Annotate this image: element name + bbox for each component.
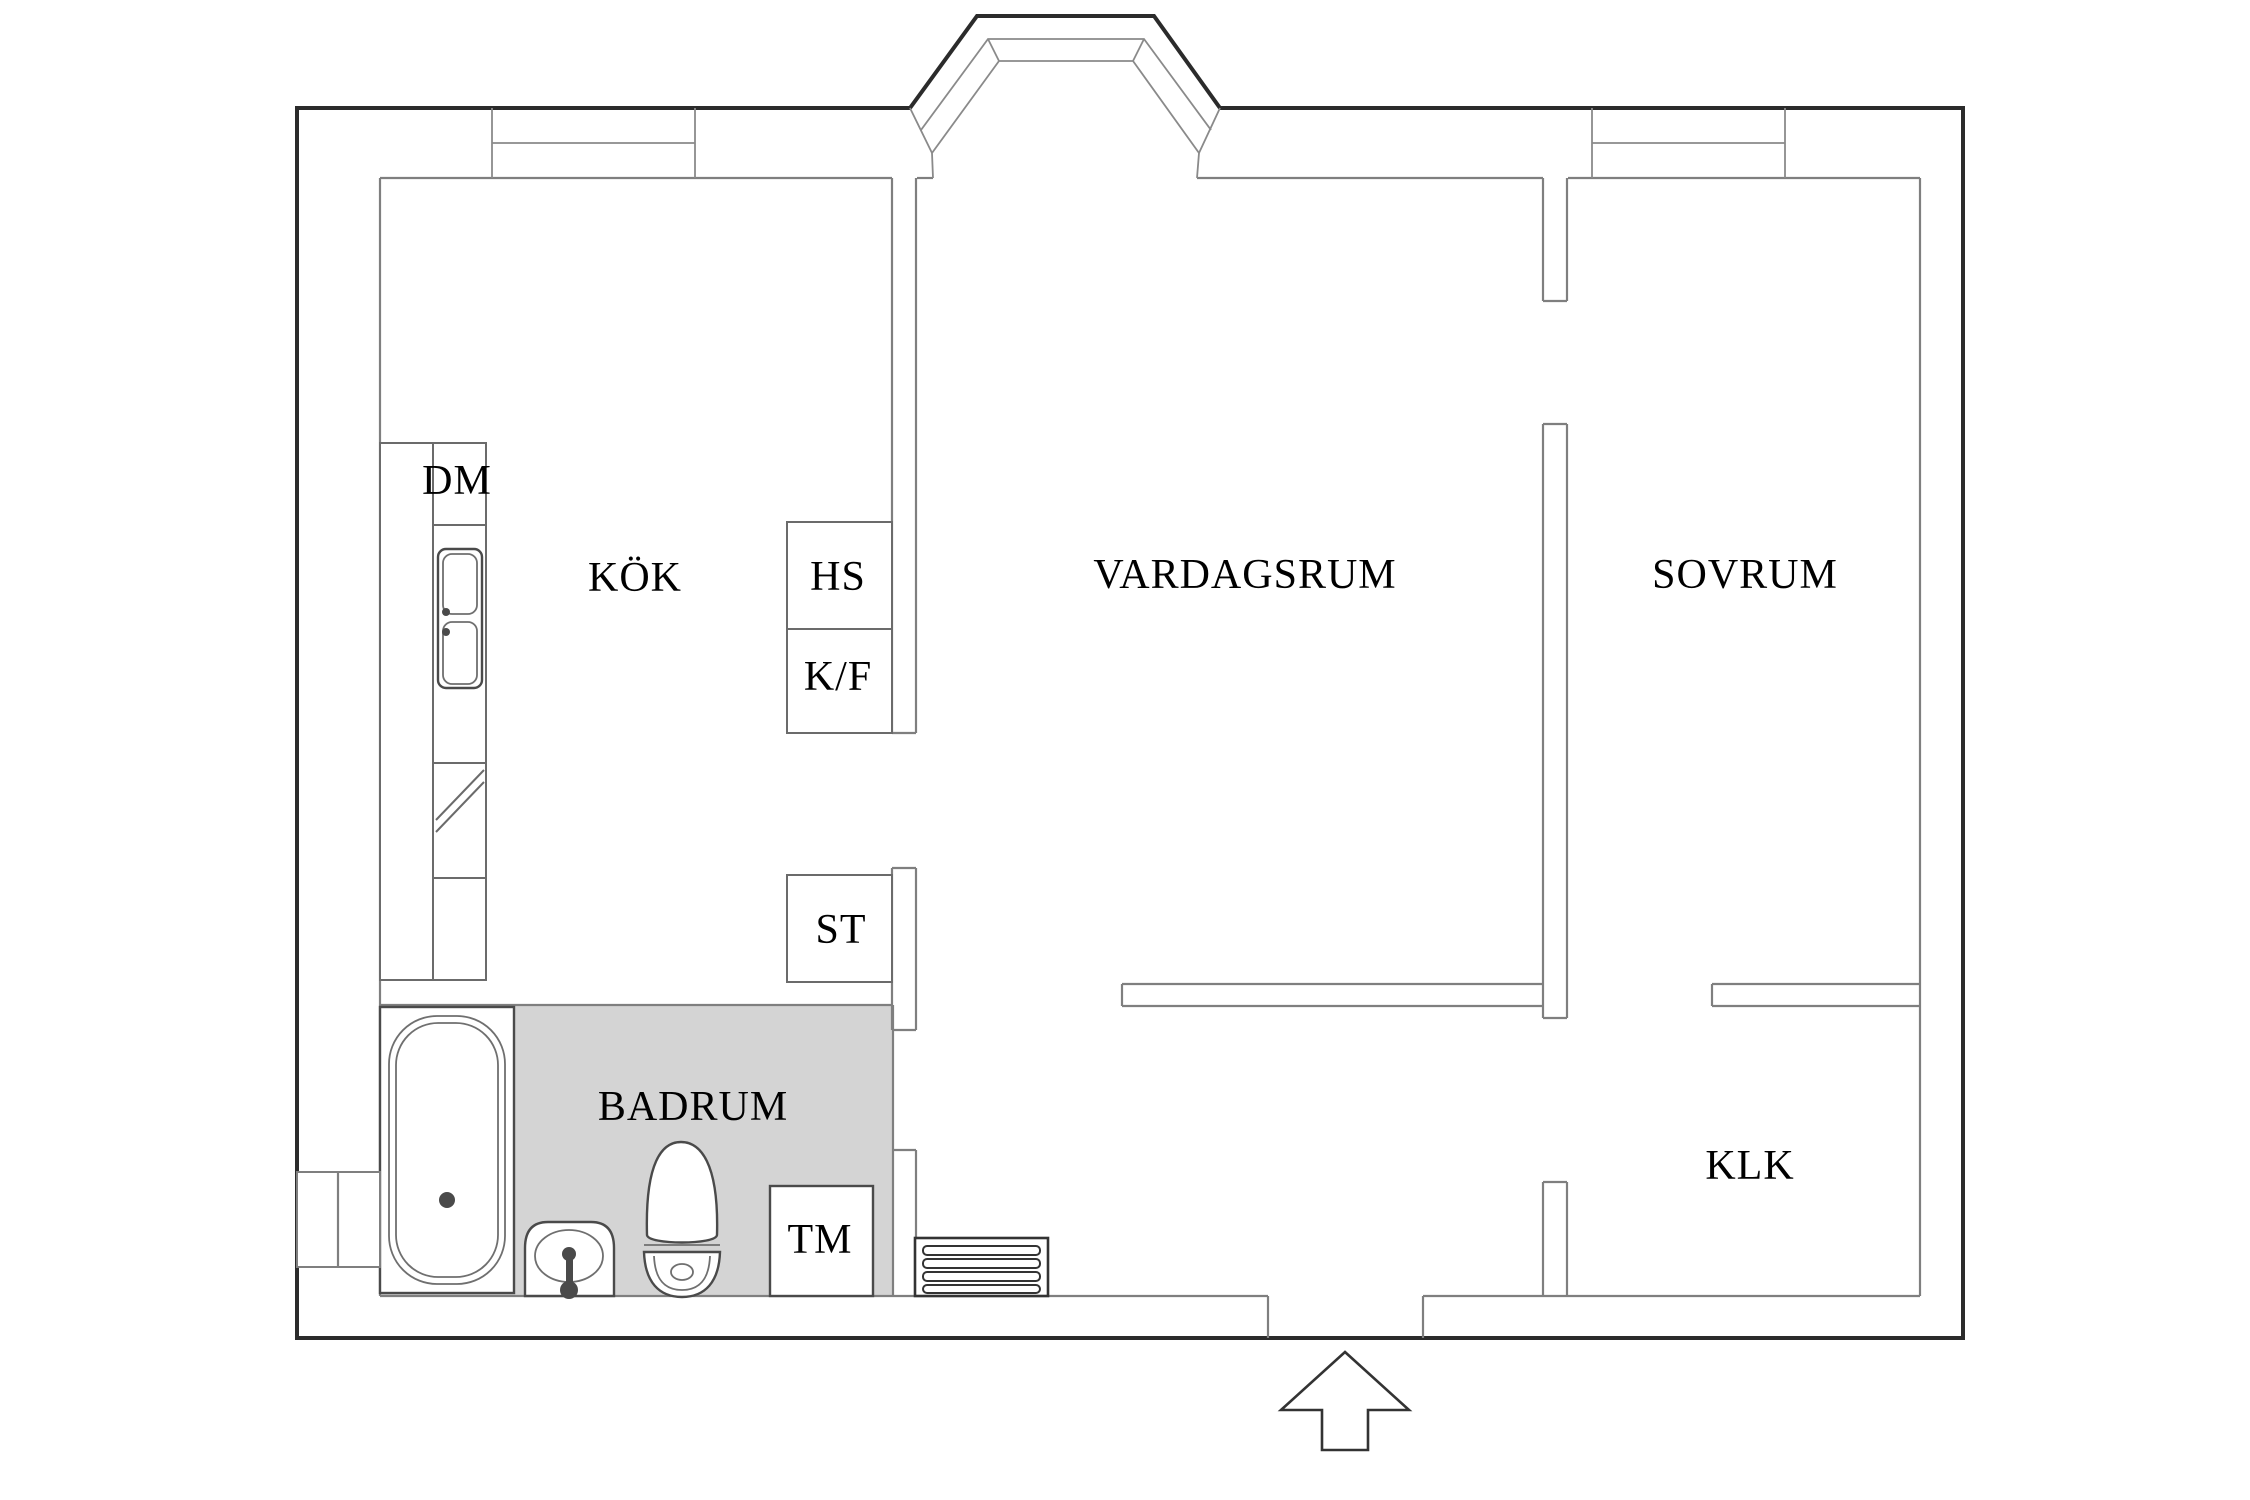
room-label-bathroom: BADRUM [598, 1084, 788, 1130]
tall-cabinet-box [786, 521, 893, 630]
room-label-living-room: VARDAGSRUM [1093, 552, 1396, 598]
outer-wall [295, 14, 1965, 1340]
fridge-freezer-box [786, 628, 893, 734]
label-cleaning-closet: ST [815, 907, 866, 953]
room-label-kitchen: KÖK [588, 555, 682, 601]
bedroom-window [1591, 108, 1786, 178]
entrance-arrow [1277, 1350, 1413, 1452]
bathroom-walls [380, 1003, 895, 1296]
closet-wall [1710, 982, 1920, 1008]
label-fridge-freezer: K/F [804, 654, 872, 700]
label-dishwasher: DM [422, 458, 492, 504]
label-tall-cabinet: HS [810, 554, 866, 600]
bay-window [909, 38, 1221, 179]
room-label-closet: KLK [1705, 1143, 1794, 1189]
bathtub [378, 1005, 516, 1295]
half-wall [1120, 982, 1543, 1008]
room-label-bedroom: SOVRUM [1652, 552, 1838, 598]
kitchen-wall [890, 178, 918, 1296]
washing-machine-box [768, 1184, 875, 1298]
kitchen-counter [379, 442, 487, 981]
label-washing-machine: TM [788, 1217, 853, 1263]
toilet [642, 1140, 722, 1299]
wash-basin [523, 1220, 616, 1299]
cleaning-closet-box [786, 874, 893, 983]
kitchen-sink [436, 547, 484, 690]
corner-cabinet-mark [435, 769, 485, 833]
kitchen-window [491, 108, 696, 178]
radiator [913, 1236, 1050, 1298]
bedroom-partition-wall [1541, 178, 1569, 1296]
wall-shaft [296, 1171, 381, 1268]
